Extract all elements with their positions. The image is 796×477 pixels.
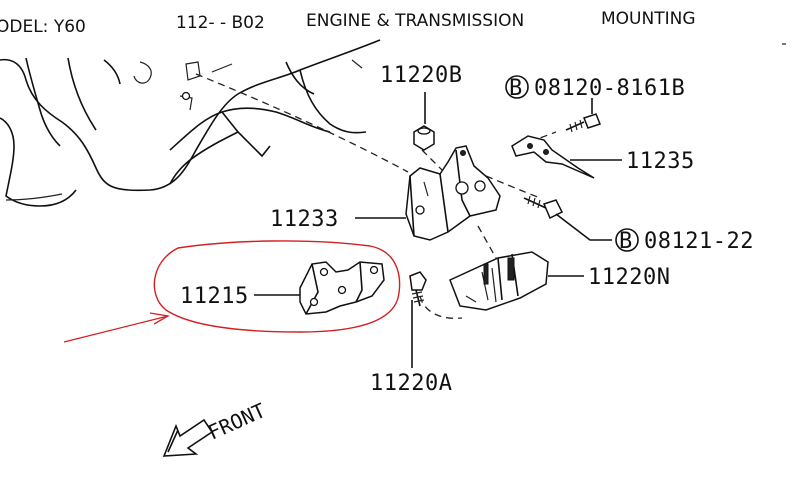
label-11235: 11235 (626, 149, 695, 174)
assembly-dashline-1 (195, 73, 409, 173)
leader-08121 (555, 213, 612, 241)
bolt1-symbol: B (509, 76, 523, 101)
label-11215: 11215 (180, 284, 249, 309)
part-11235-bracket (511, 135, 595, 179)
header-section: 112- - B02 (176, 13, 265, 33)
red-arrow-head (149, 312, 170, 325)
bolt2-symbol-circle (615, 228, 639, 252)
part-11220N-insulator (449, 251, 549, 311)
label-11220A: 11220A (370, 371, 452, 396)
assembly-dashline-3 (485, 175, 541, 199)
front-arrow-icon (162, 418, 214, 457)
part-11220B-bushing (413, 125, 435, 151)
red-arrow-shaft (63, 315, 169, 343)
part-11215-bracket (299, 261, 385, 315)
label-08121: 08121-22 (644, 229, 754, 254)
assembly-dashline-5 (477, 225, 497, 259)
header-subtitle: MOUNTING (601, 9, 696, 29)
label-11233: 11233 (270, 207, 339, 232)
part-11233-bracket (405, 145, 501, 241)
bolt-08120-8161B (565, 113, 601, 133)
red-highlight-circle (153, 240, 401, 333)
assembly-dashline-6 (419, 295, 463, 319)
bolt1-symbol-circle (505, 75, 529, 99)
label-08120-8161B: 08120-8161B (534, 76, 685, 101)
label-11220N: 11220N (588, 265, 670, 290)
front-label: FRONT (204, 398, 269, 444)
header-model: ODEL: Y60 (0, 17, 86, 37)
engine-outline (0, 39, 381, 207)
header-title: ENGINE & TRANSMISSION (306, 11, 524, 31)
label-11220B: 11220B (380, 63, 462, 88)
bolt-08121 (523, 195, 564, 220)
bolt2-symbol: B (619, 229, 633, 254)
part-11220A-bolt (409, 271, 427, 307)
